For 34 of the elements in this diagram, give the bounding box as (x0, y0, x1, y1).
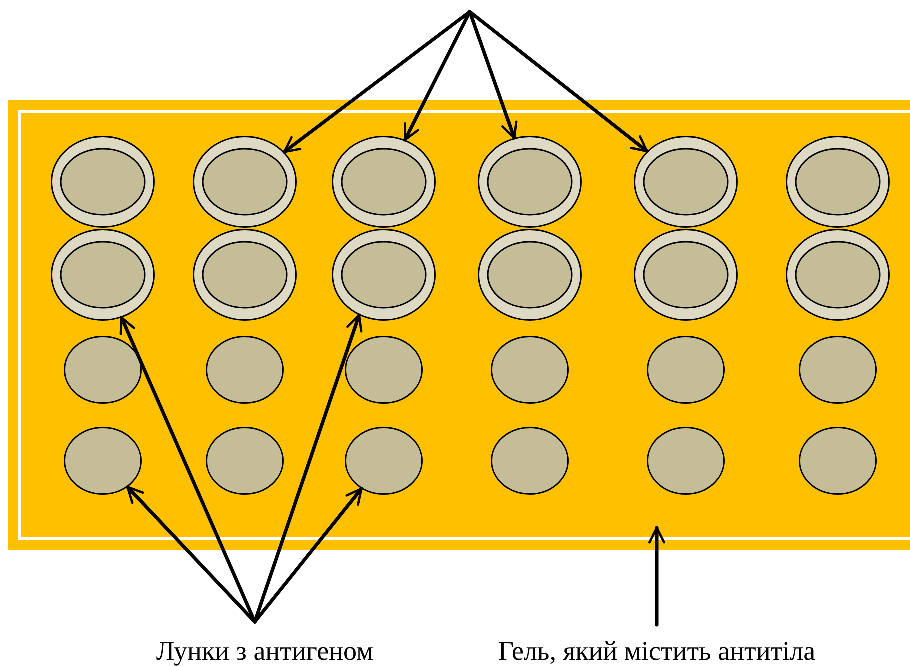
well-with-precipitate-ring (332, 136, 436, 228)
arrow (253, 487, 364, 624)
well (345, 336, 423, 404)
well-with-precipitate-ring (478, 136, 582, 228)
caption-text: Лунки з антигеном (156, 637, 374, 666)
well (647, 336, 725, 404)
well (491, 427, 569, 495)
well-with-precipitate-ring (634, 229, 738, 321)
well-with-precipitate-ring (51, 229, 155, 321)
well-with-precipitate-ring (786, 229, 890, 321)
well-with-precipitate-ring (193, 229, 297, 321)
well (491, 336, 569, 404)
well (647, 427, 725, 495)
well-with-precipitate-ring (193, 136, 297, 228)
arrow (126, 486, 257, 624)
well-with-precipitate-ring (786, 136, 890, 228)
well-with-precipitate-ring (332, 229, 436, 321)
well-with-precipitate-ring (51, 136, 155, 228)
well-with-precipitate-ring (478, 229, 582, 321)
well (64, 427, 142, 495)
well (799, 427, 877, 495)
well (206, 427, 284, 495)
arrow (468, 10, 518, 140)
well (345, 427, 423, 495)
gel-plate (8, 100, 910, 550)
well (206, 336, 284, 404)
arrow (404, 10, 472, 142)
caption-text: Гель, який містить антитіла (498, 637, 816, 666)
well (64, 336, 142, 404)
arrow (282, 10, 472, 154)
arrow (468, 10, 649, 154)
well (799, 336, 877, 404)
well-with-precipitate-ring (634, 136, 738, 228)
arrow (648, 526, 666, 627)
